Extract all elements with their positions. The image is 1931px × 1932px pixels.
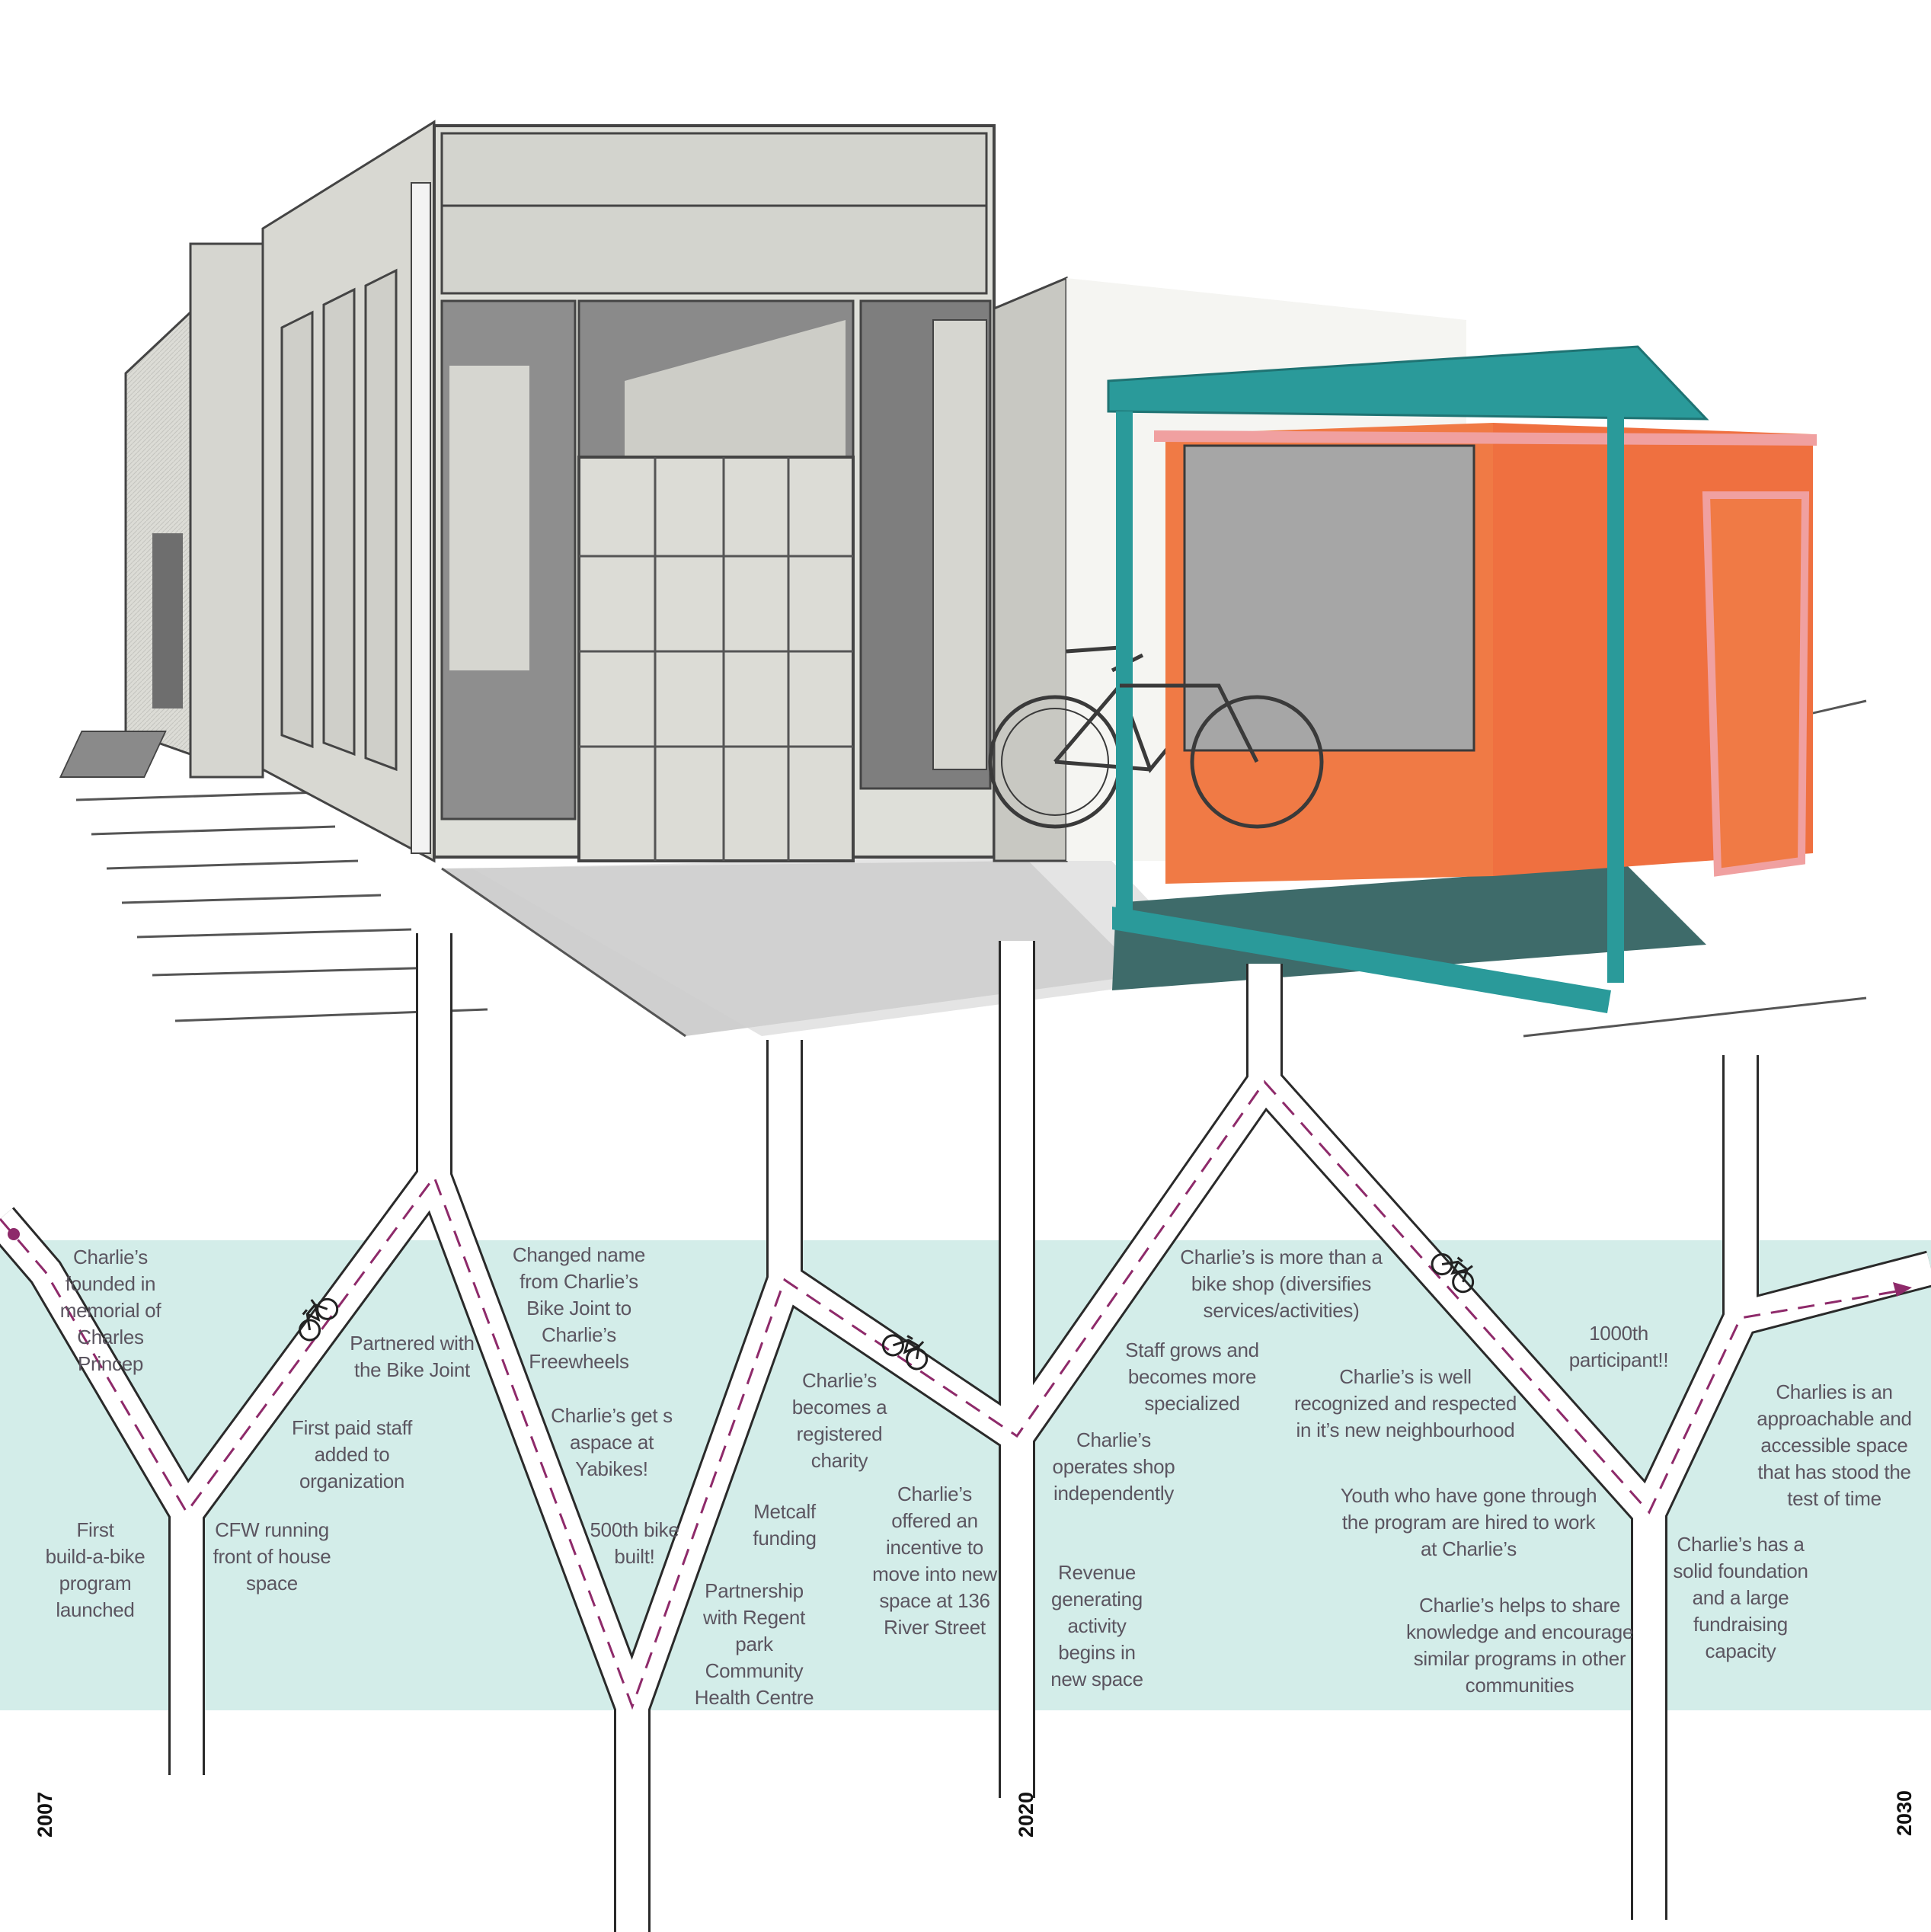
roll-up-door-grid <box>579 457 853 861</box>
pavilion-post-left <box>1116 411 1133 914</box>
year-2020: 2020 <box>1015 1791 1037 1838</box>
year-2007: 2007 <box>34 1791 56 1838</box>
far-building-pillar <box>189 242 264 779</box>
timeline-route <box>0 1080 1912 1710</box>
pavilion-post-right <box>1607 389 1624 983</box>
street-lines <box>75 699 1867 1038</box>
pavilion-floor-edge <box>1112 907 1611 1013</box>
facade-window-right-pane <box>932 319 987 770</box>
grate <box>59 731 167 778</box>
pavilion-door <box>1702 491 1810 877</box>
route-start-dot <box>8 1228 20 1240</box>
roll-up-door <box>577 456 855 862</box>
bicycle-icon <box>299 1297 339 1342</box>
pavilion-roof <box>1107 345 1709 421</box>
pavilion-trim-top <box>1154 430 1817 446</box>
bicycle-icon <box>1431 1253 1475 1294</box>
route-dashed-line <box>0 1080 1897 1710</box>
building-illustration <box>59 120 1867 1038</box>
side-facade-panels <box>280 268 398 772</box>
side-facade-opening <box>411 182 431 854</box>
year-2030: 2030 <box>1893 1790 1916 1836</box>
far-building-window <box>152 533 183 709</box>
pavilion-floor <box>1112 865 1706 990</box>
route-arrow-icon <box>1893 1282 1912 1297</box>
facade-window-left-pane <box>449 366 529 670</box>
timeline-bicycles <box>299 1253 1475 1371</box>
facade-top-band <box>440 132 988 295</box>
pavilion-service-window <box>1183 444 1475 752</box>
bicycle-icon <box>881 1334 929 1371</box>
back-wall <box>993 276 1068 862</box>
bike-shop-pavilion <box>1107 345 1817 1013</box>
interior-shelf <box>625 320 846 457</box>
